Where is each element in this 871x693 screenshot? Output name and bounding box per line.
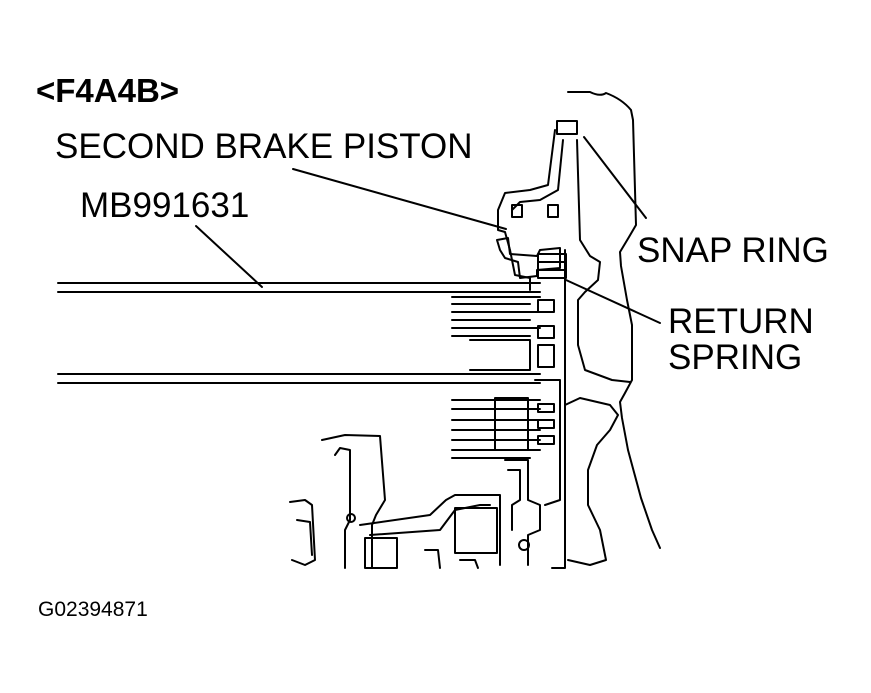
output-shaft-stub <box>424 549 441 569</box>
hub-bearing <box>518 539 530 551</box>
leader-return-spring <box>565 279 661 324</box>
gear-carrier-outline <box>321 434 386 569</box>
piston-housing <box>497 129 556 291</box>
transmission-case-outline <box>567 91 661 549</box>
case-inner-wall <box>576 139 631 383</box>
label-snap-ring: SNAP RING <box>637 231 829 270</box>
label-special-tool: MB991631 <box>80 186 250 225</box>
carrier-lower-edge <box>459 559 479 569</box>
center-support-hub <box>504 459 541 566</box>
label-second-brake-piston: SECOND BRAKE PISTON <box>55 127 473 166</box>
second-brake-piston <box>496 237 561 279</box>
upper-clutch-plate-pack <box>451 296 555 371</box>
lower-clutch-plate-pack <box>451 379 561 506</box>
piston-housing-port-2 <box>547 204 559 218</box>
figure-id: G02394871 <box>38 598 148 621</box>
case-flange <box>551 539 566 569</box>
planetary-gear <box>454 507 498 554</box>
gear-carrier-web <box>359 494 501 566</box>
label-return-spring-line1: RETURN <box>668 302 814 341</box>
snap-ring <box>556 120 578 135</box>
leader-special-tool <box>195 225 263 288</box>
label-return-spring-line2: SPRING <box>668 338 803 377</box>
return-spring <box>537 253 567 279</box>
bracket-inner <box>296 519 313 556</box>
piston-housing-port-1 <box>511 204 523 218</box>
planetary-pinion <box>364 537 398 569</box>
bracket-left <box>289 499 316 566</box>
gear-carrier-inner <box>334 447 351 569</box>
hub-inner <box>507 469 521 531</box>
model-title: <F4A4B> <box>36 72 180 109</box>
leader-second-brake-piston <box>292 168 507 230</box>
piston-housing-inner <box>511 139 564 211</box>
leader-snap-ring <box>583 136 647 219</box>
case-lower-wall <box>564 397 619 566</box>
carrier-snap-ring <box>346 513 356 523</box>
